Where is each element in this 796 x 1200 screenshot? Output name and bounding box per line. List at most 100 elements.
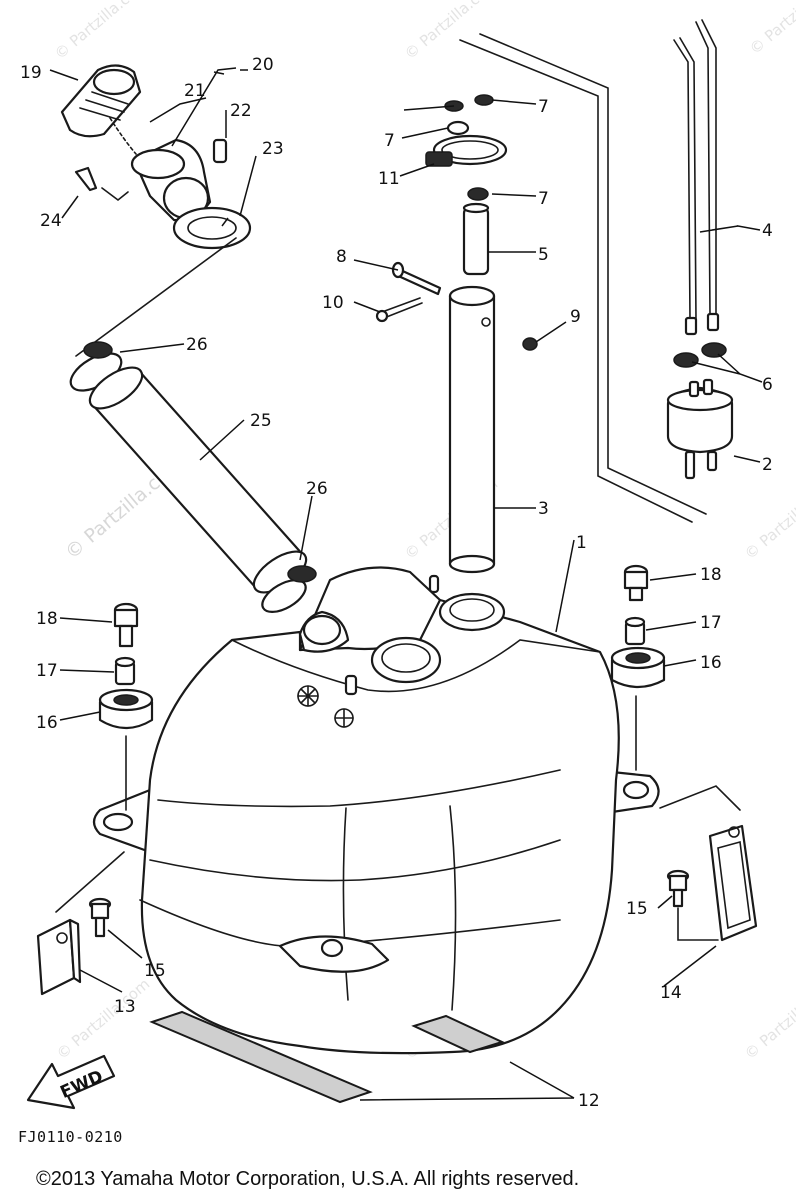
- skid-pad-rear: [411, 1014, 505, 1054]
- watermark-top-center: © Partzilla.com: [401, 0, 501, 63]
- skid-pad-front: [149, 1010, 373, 1104]
- sender-pipe: [448, 285, 496, 574]
- clips-6: [673, 342, 727, 368]
- skid-pads: [149, 1010, 505, 1104]
- tank-crease-vertical: [342, 807, 349, 1001]
- fwd-arrow: FWD: [26, 1054, 116, 1110]
- watermark-lower-right: © Partzilla.com: [741, 975, 796, 1063]
- tank-filler-spout-rim: [302, 614, 342, 646]
- washer-9: [522, 337, 538, 351]
- sender-pipe-hole: [481, 317, 491, 327]
- callout-18-right: 18: [700, 565, 722, 585]
- screw-24: [74, 166, 98, 192]
- drawing-code: FJ0110-0210: [18, 1128, 123, 1146]
- tank-flange-left-hole: [102, 812, 134, 832]
- sender-pipe-top: [448, 285, 496, 307]
- bracket-13: [36, 918, 82, 996]
- cap-holder-20: [130, 138, 212, 222]
- callout-17-right: 17: [700, 613, 722, 633]
- leader-lines: [49, 67, 763, 1101]
- tank-crease-vertical-2: [449, 805, 457, 1011]
- callout-24: 24: [40, 211, 62, 231]
- band-11: [425, 134, 508, 167]
- callout-15-left: 15: [144, 961, 166, 981]
- callout-22: 22: [230, 101, 252, 121]
- watermark-top-left: © Partzilla.com: [51, 0, 151, 63]
- fuel-line-routing: [459, 33, 707, 523]
- callout-26-lower: 26: [306, 479, 328, 499]
- tank-material-mark-spokes: [334, 708, 354, 728]
- bolt-8: [391, 261, 442, 296]
- callout-15-right: 15: [626, 899, 648, 919]
- fuel-filter-2: [666, 378, 734, 480]
- tank-sender-opening-inner: [381, 643, 431, 673]
- callout-1: 1: [576, 533, 587, 553]
- bracket-14-leader: [677, 907, 719, 941]
- callout-7-lower: 7: [538, 189, 549, 209]
- tank-flange-right-hole: [622, 780, 650, 800]
- hose-clamp-26-lower: [261, 565, 317, 613]
- callout-10: 10: [322, 293, 344, 313]
- callout-16-right: 16: [700, 653, 722, 673]
- sender-pipe-body: [448, 294, 496, 566]
- sender-pipe-bottom: [448, 554, 496, 574]
- tank-drain-plug: [320, 938, 344, 958]
- callout-17-left: 17: [36, 661, 58, 681]
- callout-20: 20: [252, 55, 274, 75]
- callout-16-left: 16: [36, 713, 58, 733]
- filler-hose-25: [88, 366, 308, 594]
- clamps: [425, 94, 508, 201]
- filler-cap-assembly: [60, 64, 252, 250]
- clamp-7-top: [444, 94, 494, 112]
- callout-5: 5: [538, 245, 549, 265]
- bolt-18-right: [623, 564, 649, 602]
- callout-3: 3: [538, 499, 549, 519]
- strap-21: [109, 117, 137, 155]
- damper-16-right: [610, 646, 666, 689]
- hose-body: [462, 206, 490, 276]
- tank-crease-1: [157, 769, 561, 808]
- watermark-middle-right: © Partzilla.com: [741, 475, 796, 563]
- tank-pipe-opening-inner: [449, 598, 495, 622]
- bolt-15-right: [666, 869, 690, 908]
- tank-recycle-mark-spokes: [297, 685, 319, 707]
- hose: [462, 202, 490, 276]
- cotter-pin-10: [375, 297, 423, 323]
- callout-8: 8: [336, 247, 347, 267]
- callout-9: 9: [570, 307, 581, 327]
- damper-16-left: [98, 688, 154, 730]
- callout-7-top: 7: [538, 97, 549, 117]
- screw-22: [212, 138, 228, 164]
- tank-vent-nipple: [428, 574, 440, 594]
- cap-assembly-bracket: [101, 187, 129, 202]
- callout-7-mid: 7: [384, 131, 395, 151]
- copyright-notice: ©2013 Yamaha Motor Corporation, U.S.A. A…: [36, 1168, 580, 1190]
- filler-hose-group: [69, 237, 317, 613]
- pipes-4: [673, 19, 720, 336]
- callout-11: 11: [378, 169, 400, 189]
- callout-13: 13: [114, 997, 136, 1017]
- collar-17-right: [624, 616, 646, 646]
- bolt-18-left: [113, 602, 139, 648]
- right-mount-hardware: [610, 564, 741, 811]
- filler-cap-19: [60, 64, 142, 138]
- watermark-top-right: © Partzilla.com: [746, 0, 796, 58]
- hose-top: [462, 202, 490, 214]
- tank-top-edge: [231, 639, 601, 693]
- callout-14: 14: [660, 983, 682, 1003]
- collar-17-left: [114, 656, 136, 686]
- tank-crease-2: [149, 839, 561, 882]
- fwd-arrow-shape: [26, 1054, 116, 1110]
- clamp-7-lower: [467, 187, 489, 201]
- callout-labels: 19 20 21 22 23 24 7 7 11 7 5 8 10 9 3 1 …: [20, 55, 773, 1111]
- callout-18-left: 18: [36, 609, 58, 629]
- callout-4: 4: [762, 221, 773, 241]
- clamp-7-middle: [446, 120, 470, 136]
- left-mount-hardware: [55, 602, 154, 913]
- callout-19: 19: [20, 63, 42, 83]
- fuel-tank: [92, 566, 660, 1055]
- callout-23: 23: [262, 139, 284, 159]
- callout-21: 21: [184, 81, 206, 101]
- callout-2: 2: [762, 455, 773, 475]
